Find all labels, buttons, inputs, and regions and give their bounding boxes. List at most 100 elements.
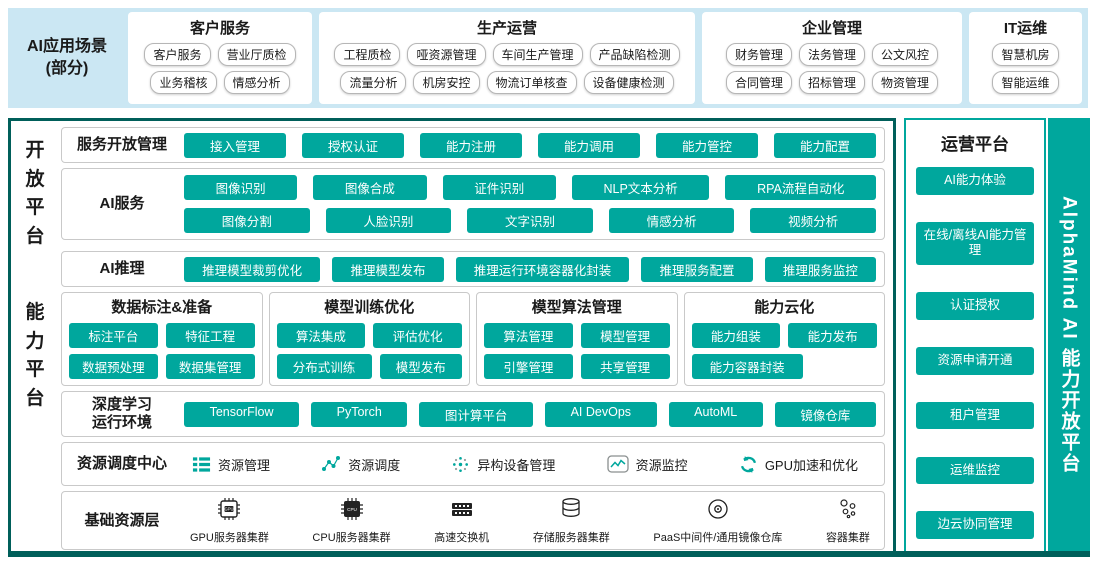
scenario-group-customer-service: 客户服务 客户服务 营业厅质检 业务稽核 情感分析 bbox=[128, 12, 312, 104]
bottom-accent-bar bbox=[8, 551, 1090, 557]
gpu-chip-icon: GPU bbox=[216, 496, 242, 527]
capability-button: 图像分割 bbox=[184, 208, 310, 233]
sections-stack: 服务开放管理 接入管理 授权认证 能力注册 能力调用 能力管控 能力配置 AI服… bbox=[59, 121, 893, 551]
pill-row: 智慧机房 bbox=[975, 43, 1076, 66]
base-resource-label: GPU服务器集群 bbox=[190, 532, 269, 544]
capability-button: 图像识别 bbox=[184, 175, 298, 200]
button-row: 能力容器封装 bbox=[691, 354, 878, 379]
switch-icon bbox=[449, 496, 475, 527]
capability-button: 评估优化 bbox=[373, 323, 462, 348]
capability-button: 特征工程 bbox=[165, 323, 255, 348]
scheduling-item-label: 资源监控 bbox=[635, 457, 688, 473]
pill-row: 业务稽核 情感分析 bbox=[134, 71, 306, 94]
capability-button: 能力管控 bbox=[656, 132, 758, 158]
scenario-group-title: 客户服务 bbox=[189, 20, 250, 37]
scheduling-item-label: GPU加速和优化 bbox=[764, 457, 858, 473]
scenario-group-title: IT运维 bbox=[1003, 20, 1048, 37]
button-row: 分布式训练 模型发布 bbox=[276, 354, 462, 379]
scheduling-item: 资源监控 bbox=[606, 455, 688, 474]
base-resource-label: 容器集群 bbox=[825, 532, 870, 544]
capability-button: 视频分析 bbox=[750, 208, 876, 233]
scenario-pill: 业务稽核 bbox=[150, 71, 217, 94]
scheduling-item: 资源管理 bbox=[192, 455, 270, 474]
ai-inference-section: AI推理 推理模型裁剪优化 推理模型发布 推理运行环境容器化封装 推理服务配置 … bbox=[61, 251, 885, 287]
pill-row: 合同管理 招标管理 物资管理 bbox=[708, 71, 956, 94]
button-row: 图像分割 人脸识别 文字识别 情感分析 视频分析 bbox=[184, 208, 876, 233]
capability-button: 能力注册 bbox=[420, 132, 522, 158]
scenario-pill: 物流订单核查 bbox=[486, 71, 577, 94]
operations-button: 运维监控 bbox=[916, 456, 1034, 485]
capability-button: 情感分析 bbox=[608, 208, 735, 233]
scenario-pill: 财务管理 bbox=[725, 43, 792, 66]
scenarios-label-line2: (部分) bbox=[45, 60, 89, 77]
operations-buttons: AI能力体验 在线/离线AI能力管理 认证授权 资源申请开通 租户管理 运维监控… bbox=[916, 167, 1034, 539]
section-title: AI服务 bbox=[99, 195, 145, 212]
capability-button: NLP文本分析 bbox=[571, 175, 710, 200]
cpu-chip-icon: CPU bbox=[339, 496, 365, 527]
scenarios-band: AI应用场景 (部分) 客户服务 客户服务 营业厅质检 业务稽核 情感分析 生产… bbox=[8, 8, 1088, 108]
capability-button: 标注平台 bbox=[69, 323, 158, 348]
scenario-pill: 招标管理 bbox=[798, 71, 865, 94]
button-row: 算法管理 模型管理 bbox=[484, 323, 670, 348]
section-title: 服务开放管理 bbox=[76, 136, 167, 153]
base-resource-item: CPU CPU服务器集群 bbox=[312, 496, 391, 545]
scenarios-label-line1: AI应用场景 bbox=[26, 38, 107, 56]
operations-button: 边云协同管理 bbox=[916, 511, 1034, 539]
scenario-pill: 工程质检 bbox=[334, 43, 401, 66]
svg-text:CPU: CPU bbox=[347, 507, 357, 512]
refresh-icon bbox=[739, 455, 758, 474]
base-resource-item: 存储服务器集群 bbox=[533, 496, 610, 545]
section-title-line1: 深度学习 bbox=[91, 396, 152, 413]
base-resource-label: PaaS中间件/通用镜像仓库 bbox=[653, 532, 783, 544]
capability-button: 能力组装 bbox=[691, 323, 781, 348]
scenario-groups: 客户服务 客户服务 营业厅质检 业务稽核 情感分析 生产运营 工程质检 哑资源管… bbox=[128, 12, 1082, 104]
operations-platform-panel: 运营平台 AI能力体验 在线/离线AI能力管理 认证授权 资源申请开通 租户管理… bbox=[904, 118, 1046, 551]
ai-services-section: AI服务 图像识别 图像合成 证件识别 NLP文本分析 RPA流程自动化 图像分… bbox=[61, 168, 885, 240]
scenario-pill: 营业厅质检 bbox=[217, 43, 296, 66]
capability-button: 授权认证 bbox=[302, 132, 404, 158]
capability-button: 数据预处理 bbox=[69, 354, 158, 379]
open-capability-panel: 开放平台 能力平台 服务开放管理 接入管理 授权认证 能力注册 能力调用 能力管… bbox=[8, 118, 896, 551]
scheduling-item-label: 异构设备管理 bbox=[477, 457, 556, 473]
button-row: 数据预处理 数据集管理 bbox=[69, 354, 255, 379]
scenario-group-it-operations: IT运维 智慧机房 智能运维 bbox=[969, 12, 1082, 104]
section-title: 深度学习 运行环境 bbox=[70, 396, 174, 432]
button-rows: 图像识别 图像合成 证件识别 NLP文本分析 RPA流程自动化 图像分割 人脸识… bbox=[184, 175, 876, 233]
capability-button: 证件识别 bbox=[442, 175, 556, 200]
dl-runtime-section: 深度学习 运行环境 TensorFlow PyTorch 图计算平台 AI De… bbox=[61, 391, 885, 437]
scenario-pill: 公文风控 bbox=[872, 43, 939, 66]
scheduling-item-label: 资源管理 bbox=[218, 457, 271, 473]
scatter-icon bbox=[451, 455, 470, 474]
capability-button: 文字识别 bbox=[467, 208, 593, 233]
capability-cloudification-column: 能力云化 能力组装 能力发布 能力容器封装 bbox=[683, 292, 885, 386]
section-title: AI推理 bbox=[99, 260, 145, 277]
pill-row: 工程质检 哑资源管理 车间生产管理 产品缺陷检测 bbox=[325, 43, 689, 66]
capability-button: 模型管理 bbox=[580, 323, 670, 348]
capability-button: 能力容器封装 bbox=[691, 354, 803, 379]
capability-button: AI DevOps bbox=[545, 401, 657, 427]
scenario-pill: 智慧机房 bbox=[992, 43, 1059, 66]
base-resource-label: 高速交换机 bbox=[434, 532, 490, 544]
button-row: 图像识别 图像合成 证件识别 NLP文本分析 RPA流程自动化 bbox=[184, 175, 876, 200]
storage-icon bbox=[558, 496, 584, 527]
base-resource-items: GPU GPU服务器集群 CPU CPU服务器集群 高速交换机 bbox=[184, 496, 876, 545]
base-resource-item: 高速交换机 bbox=[434, 496, 489, 545]
scheduling-item: GPU加速和优化 bbox=[739, 455, 858, 474]
brand-title: AlphaMind AI 能力开放平台 bbox=[1058, 195, 1080, 474]
scenario-group-production-operations: 生产运营 工程质检 哑资源管理 车间生产管理 产品缺陷检测 流量分析 机房安控 … bbox=[319, 12, 695, 104]
scenario-pill: 产品缺陷检测 bbox=[589, 43, 680, 66]
scenario-pill: 哑资源管理 bbox=[407, 43, 486, 66]
scenario-pill: 物资管理 bbox=[872, 71, 939, 94]
scenario-pill: 车间生产管理 bbox=[492, 43, 583, 66]
capability-button: 分布式训练 bbox=[276, 354, 372, 379]
chart-icon bbox=[606, 455, 629, 473]
scenario-pill: 法务管理 bbox=[798, 43, 865, 66]
scenario-pill: 智能运维 bbox=[992, 71, 1059, 94]
operations-button: 租户管理 bbox=[916, 401, 1034, 430]
nodes-icon bbox=[321, 455, 341, 473]
scenario-group-title: 企业管理 bbox=[801, 20, 862, 37]
side-labels-column: 开放平台 能力平台 bbox=[11, 121, 59, 551]
capability-button: PyTorch bbox=[311, 401, 408, 427]
pill-row: 客户服务 营业厅质检 bbox=[134, 43, 306, 66]
operations-button: 资源申请开通 bbox=[916, 346, 1034, 375]
